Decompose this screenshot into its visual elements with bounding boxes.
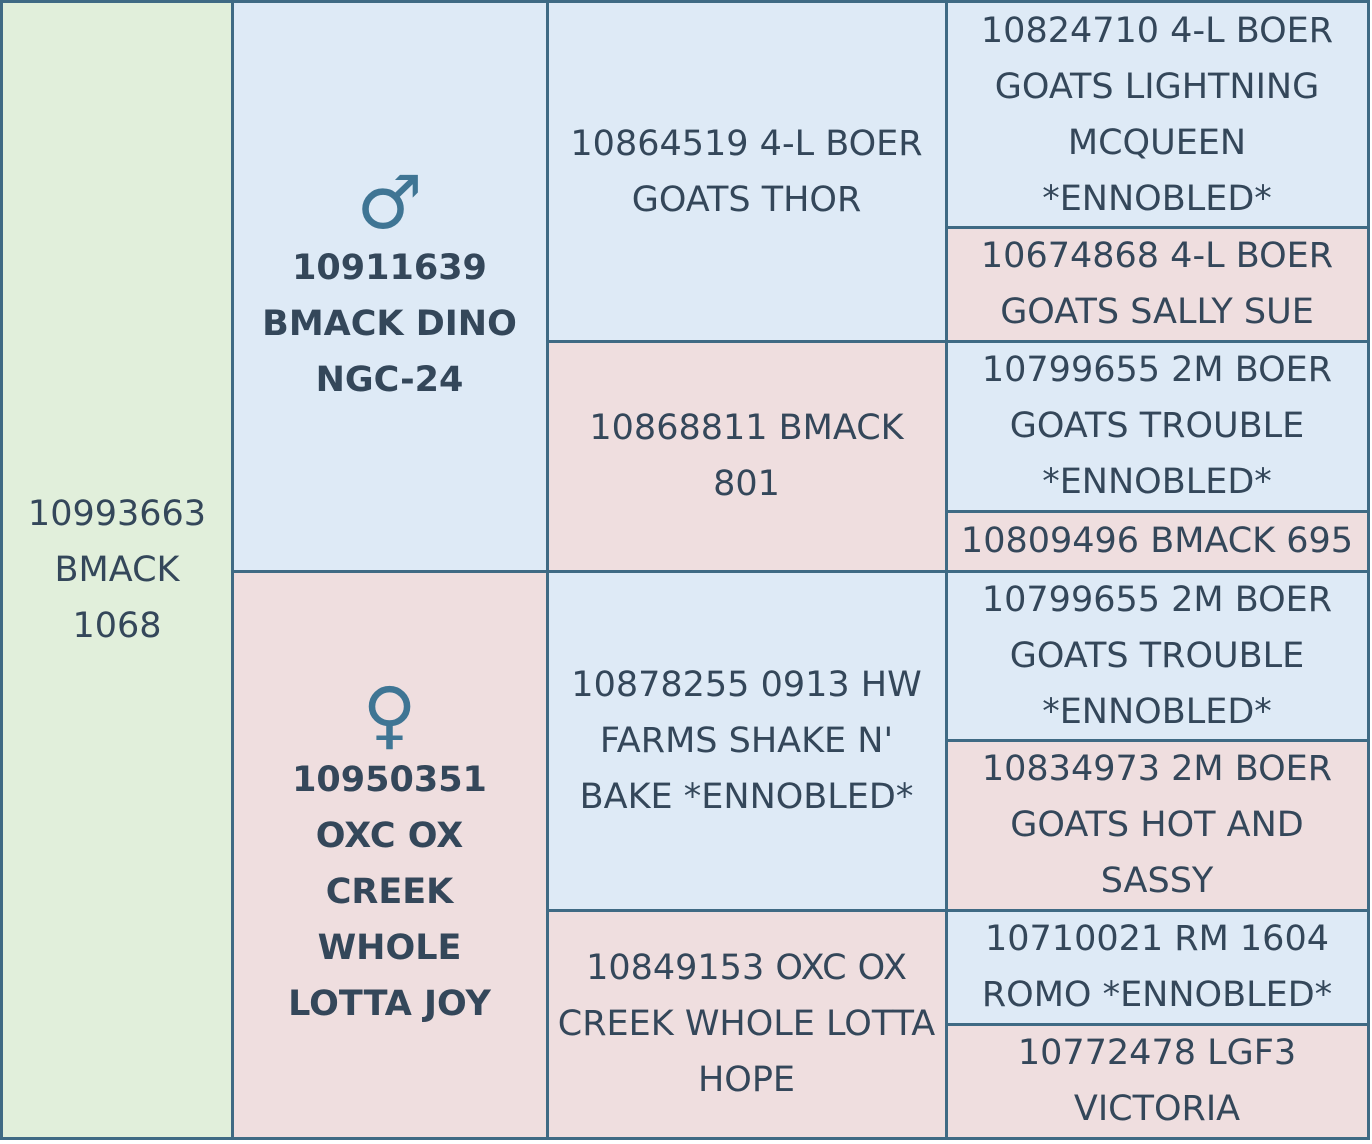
border-bottom (0, 1137, 1370, 1140)
subject-name: 10993663 BMACK 1068 (27, 494, 207, 646)
divider-ggp-3 (945, 739, 1370, 742)
granddam-maternal-name: 10849153 OXC OX CREEK WHOLE LOTTA HOPE (557, 948, 936, 1100)
great-grandsire-2-name: 10799655 2M BOER GOATS TROUBLE *ENNOBLED… (981, 350, 1333, 502)
great-grandsire-2-cell: 10799655 2M BOER GOATS TROUBLE *ENNOBLED… (946, 341, 1368, 511)
grandsire-maternal-cell: 10878255 0913 HW FARMS SHAKE N' BAKE *EN… (547, 571, 946, 910)
great-grandsire-3-name: 10799655 2M BOER GOATS TROUBLE *ENNOBLED… (981, 579, 1333, 732)
divider-ggp-4 (945, 1023, 1370, 1026)
divider-parents (231, 570, 1370, 573)
sire-name: 10911639 BMACK DINO NGC-24 (262, 247, 517, 400)
great-granddam-4-cell: 10772478 LGF3 VICTORIA (946, 1024, 1368, 1138)
great-granddam-3-name: 10834973 2M BOER GOATS HOT AND SASSY (981, 749, 1333, 901)
great-granddam-3-cell: 10834973 2M BOER GOATS HOT AND SASSY (946, 740, 1368, 910)
divider-ggp-2 (945, 510, 1370, 513)
granddam-paternal-cell: 10868811 BMACK 801 (547, 341, 946, 571)
border-top (0, 0, 1370, 3)
great-granddam-4-name: 10772478 LGF3 VICTORIA (1017, 1033, 1297, 1129)
divider-ggp-1 (945, 226, 1370, 229)
great-grandsire-1-name: 10824710 4-L BOER GOATS LIGHTNING MCQUEE… (980, 10, 1334, 219)
divider-gp-2 (546, 909, 1370, 912)
subject-cell: 10993663 BMACK 1068 (2, 2, 232, 1138)
divider-gp-1 (546, 340, 1370, 343)
grandsire-paternal-cell: 10864519 4-L BOER GOATS THOR (547, 2, 946, 341)
great-granddam-1-name: 10674868 4-L BOER GOATS SALLY SUE (980, 236, 1334, 332)
grandsire-paternal-name: 10864519 4-L BOER GOATS THOR (570, 123, 923, 220)
grandsire-maternal-name: 10878255 0913 HW FARMS SHAKE N' BAKE *EN… (571, 664, 922, 817)
granddam-maternal-cell: 10849153 OXC OX CREEK WHOLE LOTTA HOPE (547, 910, 946, 1138)
great-grandsire-3-cell: 10799655 2M BOER GOATS TROUBLE *ENNOBLED… (946, 571, 1368, 740)
great-granddam-2-cell: 10809496 BMACK 695 (946, 511, 1368, 571)
dam-name: 10950351 OXC OX CREEK WHOLE LOTTA JOY (288, 759, 491, 1024)
great-grandsire-1-cell: 10824710 4-L BOER GOATS LIGHTNING MCQUEE… (946, 2, 1368, 227)
border-left (0, 0, 3, 1140)
great-grandsire-4-name: 10710021 RM 1604 ROMO *ENNOBLED* (981, 919, 1333, 1015)
great-granddam-2-name: 10809496 BMACK 695 (960, 521, 1354, 561)
great-grandsire-4-cell: 10710021 RM 1604 ROMO *ENNOBLED* (946, 910, 1368, 1024)
sire-cell: ♂ 10911639 BMACK DINO NGC-24 (232, 2, 547, 571)
female-symbol-icon: ♀ (362, 671, 417, 758)
granddam-paternal-name: 10868811 BMACK 801 (589, 408, 904, 504)
great-granddam-1-cell: 10674868 4-L BOER GOATS SALLY SUE (946, 227, 1368, 341)
dam-cell: ♀ 10950351 OXC OX CREEK WHOLE LOTTA JOY (232, 571, 547, 1138)
male-symbol-icon: ♂ (356, 159, 423, 246)
